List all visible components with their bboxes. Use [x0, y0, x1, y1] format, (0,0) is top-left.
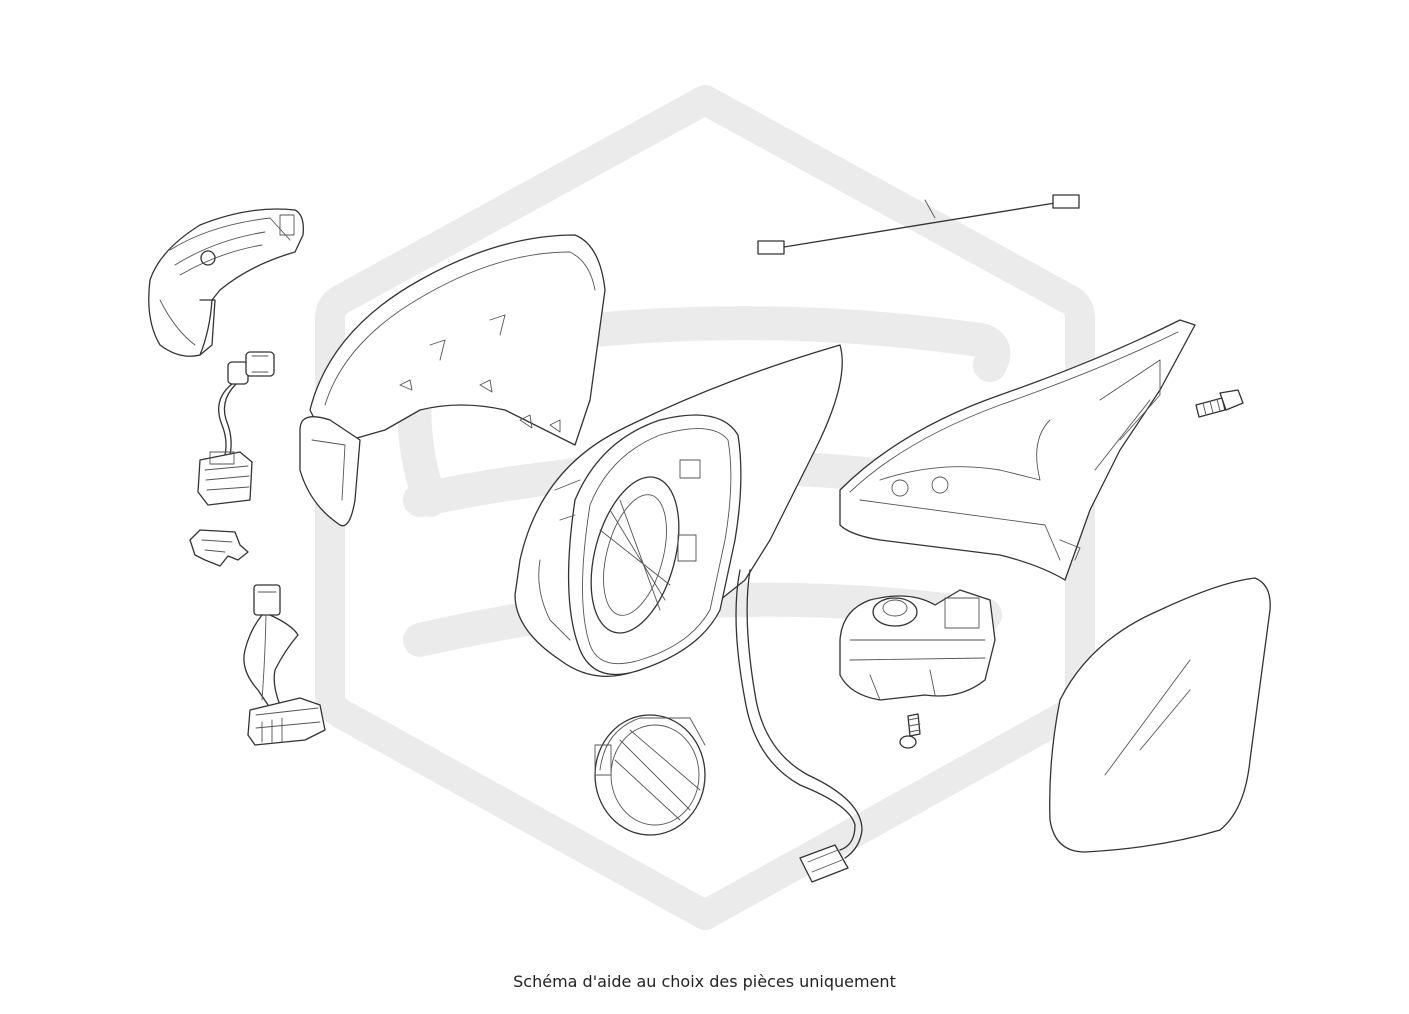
- motor-screw: [899, 713, 921, 749]
- base-triangle-mount: [839, 319, 1196, 581]
- wiring-connector-module: [243, 584, 326, 746]
- turn-signal-indicator: [148, 208, 304, 357]
- indicator-clip: [189, 529, 249, 567]
- fixing-screw: [1195, 389, 1244, 418]
- indicator-bulb-socket: [197, 351, 275, 506]
- glass-carrier-ring: [594, 714, 706, 836]
- mirror-glass: [1049, 577, 1271, 853]
- mirror-cover-cap: [299, 234, 606, 527]
- mirror-housing-frame: [514, 344, 843, 678]
- main-wiring-harness: [735, 569, 863, 883]
- adjustment-motor: [839, 589, 996, 701]
- diagram-caption: Schéma d'aide au choix des pièces unique…: [513, 972, 896, 991]
- contact-strip-cable: [757, 194, 1080, 255]
